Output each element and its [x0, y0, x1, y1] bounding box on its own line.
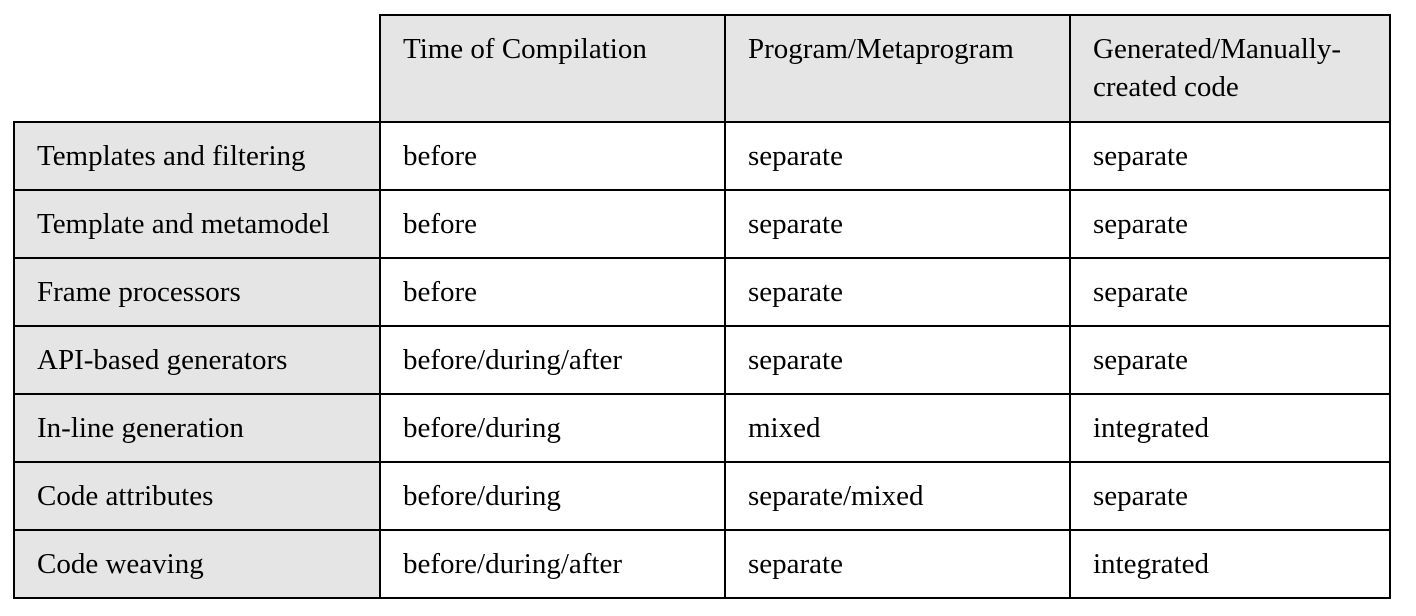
column-header-time: Time of Compilation [381, 14, 726, 123]
table-cell-time: before [381, 259, 726, 327]
row-header: Code attributes [13, 463, 381, 531]
table-cell-code: separate [1071, 191, 1391, 259]
table-cell-program: separate/mixed [726, 463, 1071, 531]
table-cell-program: separate [726, 123, 1071, 191]
table-cell-time: before [381, 123, 726, 191]
table-cell-time: before [381, 191, 726, 259]
table-cell-code: integrated [1071, 531, 1391, 599]
table-cell-time: before/during/after [381, 531, 726, 599]
table-cell-code: separate [1071, 463, 1391, 531]
table-cell-program: separate [726, 531, 1071, 599]
table-cell-time: before/during [381, 463, 726, 531]
table-cell-program: separate [726, 191, 1071, 259]
table-cell-code: integrated [1071, 395, 1391, 463]
row-header: Code weaving [13, 531, 381, 599]
row-header: In-line generation [13, 395, 381, 463]
row-header: Frame processors [13, 259, 381, 327]
comparison-table: Time of Compilation Program/Metaprogram … [13, 14, 1391, 599]
row-header: Template and metamodel [13, 191, 381, 259]
table-cell-program: separate [726, 327, 1071, 395]
table-cell-code: separate [1071, 123, 1391, 191]
table-cell-time: before/during/after [381, 327, 726, 395]
corner-cell [13, 14, 381, 123]
table-cell-code: separate [1071, 327, 1391, 395]
column-header-program: Program/Metaprogram [726, 14, 1071, 123]
table-cell-program: mixed [726, 395, 1071, 463]
table-cell-time: before/during [381, 395, 726, 463]
table-cell-program: separate [726, 259, 1071, 327]
table-cell-code: separate [1071, 259, 1391, 327]
column-header-code: Generated/Manually-created code [1071, 14, 1391, 123]
row-header: Templates and filtering [13, 123, 381, 191]
row-header: API-based generators [13, 327, 381, 395]
